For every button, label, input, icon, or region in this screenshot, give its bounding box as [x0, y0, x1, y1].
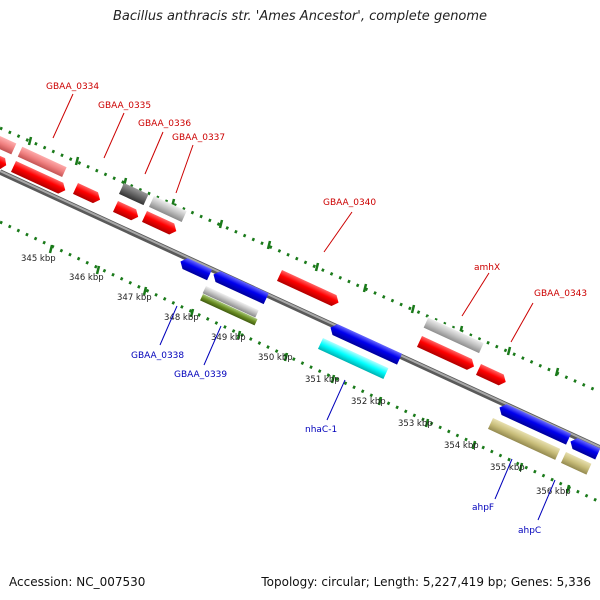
gene-feature[interactable]	[497, 402, 572, 445]
tick-label: 355 kbp	[490, 463, 525, 473]
tick-label: 356 kbp	[536, 487, 571, 497]
inner-ring-ticks	[48, 244, 571, 494]
gene-feature[interactable]	[200, 294, 258, 326]
gene-feature[interactable]	[148, 196, 187, 222]
gene-feature[interactable]	[10, 161, 68, 196]
gene-label[interactable]: nhaC-1	[305, 425, 337, 435]
gene-label[interactable]: GBAA_0339	[174, 370, 227, 380]
gene-feature[interactable]	[328, 322, 403, 365]
tick-label: 345 kbp	[21, 254, 56, 264]
tick-label: 354 kbp	[444, 441, 479, 451]
gene-label[interactable]: GBAA_0334	[46, 82, 99, 92]
tick-label: 352 kbp	[351, 397, 386, 407]
forward-label-leaders	[52, 93, 534, 343]
gene-feature[interactable]	[178, 256, 213, 281]
gene-feature[interactable]	[0, 154, 9, 171]
gene-features	[0, 136, 600, 475]
ruler-labels: 345 kbp 346 kbp 347 kbp 348 kbp 349 kbp …	[21, 254, 571, 497]
gene-feature[interactable]	[211, 269, 269, 305]
gene-feature[interactable]	[475, 364, 508, 387]
forward-labels: GBAA_0334 GBAA_0335 GBAA_0336 GBAA_0337 …	[46, 82, 587, 299]
gene-feature[interactable]	[118, 183, 149, 206]
tick-label: 347 kbp	[117, 293, 152, 303]
gene-feature[interactable]	[141, 211, 179, 237]
accession-text: Accession: NC_007530	[9, 575, 146, 589]
genome-summary-text: Topology: circular; Length: 5,227,419 bp…	[261, 575, 591, 589]
map-title: Bacillus anthracis str. 'Ames Ancestor',…	[112, 9, 488, 24]
gene-label[interactable]: ahpC	[518, 526, 541, 536]
gene-label[interactable]: GBAA_0336	[138, 119, 191, 129]
gene-label[interactable]: GBAA_0343	[534, 289, 587, 299]
gene-label[interactable]: GBAA_0337	[172, 133, 225, 143]
tick-label: 350 kbp	[258, 353, 293, 363]
gene-feature[interactable]	[422, 316, 485, 355]
gene-label[interactable]: GBAA_0335	[98, 101, 151, 111]
reverse-labels: GBAA_0338 GBAA_0339 nhaC-1 ahpF ahpC	[131, 351, 541, 536]
gene-label[interactable]: ahpF	[472, 503, 494, 513]
gene-feature[interactable]	[560, 452, 592, 475]
genome-backbone	[0, 170, 600, 448]
gene-feature[interactable]	[276, 270, 341, 308]
gene-feature[interactable]	[568, 436, 600, 460]
gene-label[interactable]: amhX	[474, 263, 500, 273]
gene-label[interactable]: GBAA_0338	[131, 351, 184, 361]
tick-label: 351 kbp	[305, 375, 340, 385]
reverse-label-leaders	[159, 305, 556, 521]
tick-label: 346 kbp	[69, 273, 104, 283]
tick-label: 349 kbp	[211, 333, 246, 343]
gene-feature[interactable]	[317, 338, 389, 379]
gene-feature[interactable]	[416, 336, 477, 372]
gene-feature[interactable]	[72, 183, 103, 205]
gene-feature[interactable]	[202, 286, 259, 318]
gene-feature[interactable]	[16, 145, 69, 179]
gene-feature[interactable]	[487, 418, 561, 460]
gene-feature[interactable]	[0, 136, 17, 155]
tick-label: 348 kbp	[164, 313, 199, 323]
inner-dotted-ring	[0, 220, 600, 504]
outer-dotted-ring	[0, 126, 600, 394]
tick-label: 353 kbp	[398, 419, 433, 429]
gene-feature[interactable]	[112, 201, 141, 222]
gene-label[interactable]: GBAA_0340	[323, 198, 376, 208]
